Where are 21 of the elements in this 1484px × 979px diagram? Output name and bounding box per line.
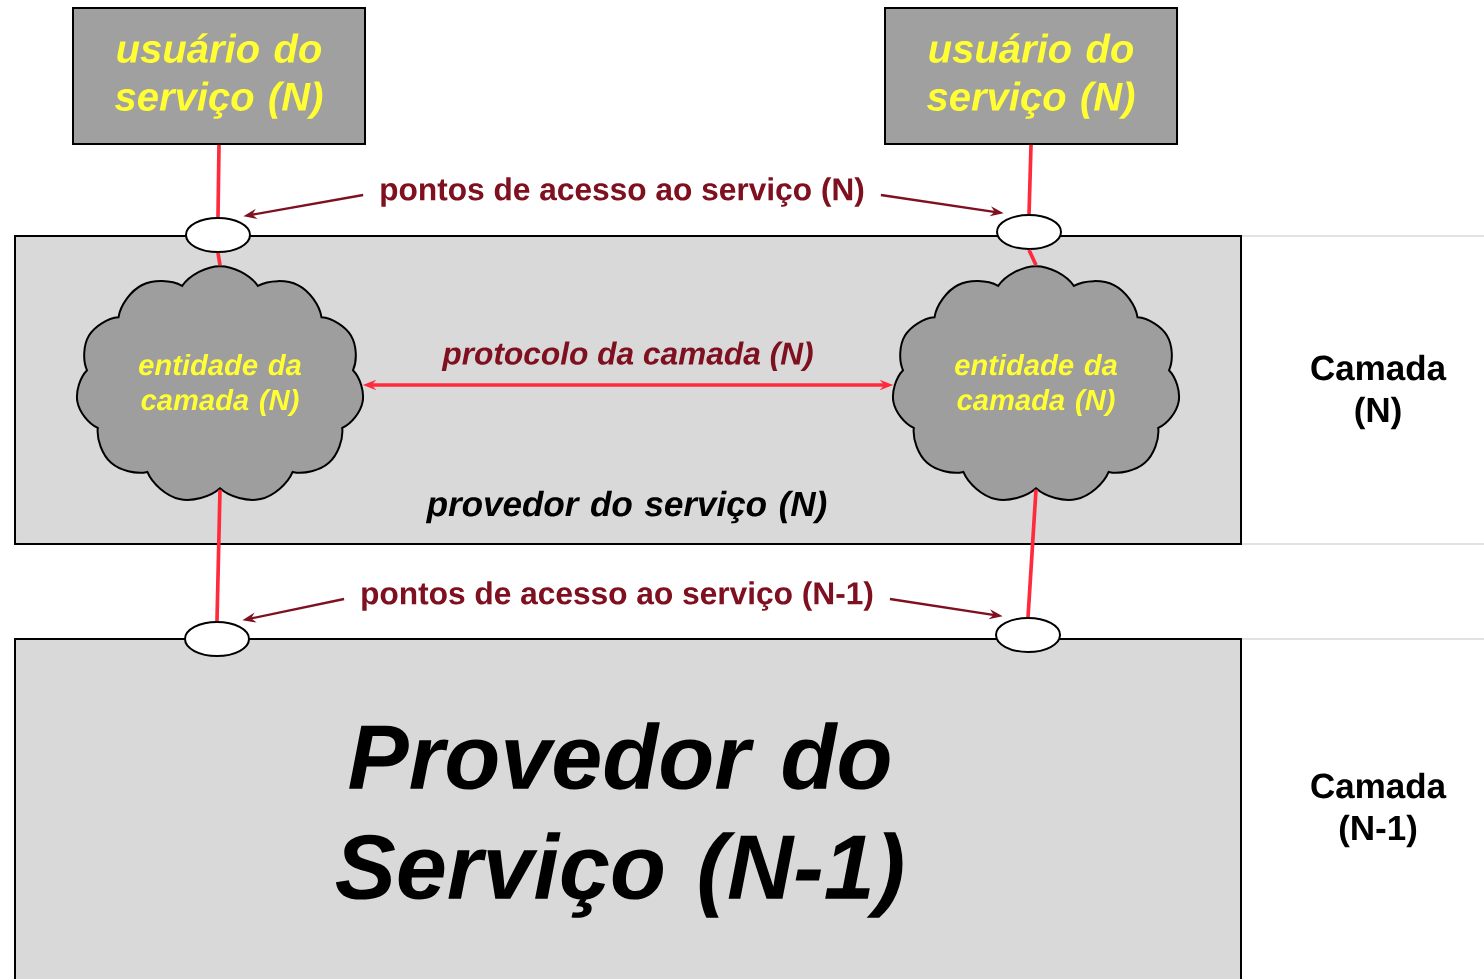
provider-text: Provedor do Serviço (N-1) <box>335 722 903 918</box>
user-box: usuário do serviço (N) <box>72 7 366 145</box>
edge-label: protocolo da camada (N) <box>441 341 813 371</box>
access-point-ellipse <box>995 617 1061 653</box>
provider-text: provedor do serviço (N) <box>425 490 827 524</box>
access-point-ellipse <box>184 621 250 657</box>
connector-line <box>1027 249 1038 266</box>
user-box: usuário do serviço (N) <box>884 7 1178 145</box>
connector-line <box>216 144 221 218</box>
layer-label: Camada (N) <box>1311 354 1447 430</box>
annotation-text: pontos de acesso ao serviço (N-1) <box>362 581 873 611</box>
connector-line <box>216 252 222 266</box>
connector-line <box>1027 144 1033 215</box>
entity-cloud: entidade da camada (N) <box>75 265 365 501</box>
layer-label: Camada (N-1) <box>1311 772 1447 848</box>
entity-cloud: entidade da camada (N) <box>892 265 1181 501</box>
access-point-ellipse <box>996 214 1062 250</box>
access-point-ellipse <box>185 217 251 253</box>
annotation-text: pontos de acesso ao serviço (N) <box>381 177 864 207</box>
connector-line <box>1026 489 1038 618</box>
connector-line <box>215 489 222 622</box>
